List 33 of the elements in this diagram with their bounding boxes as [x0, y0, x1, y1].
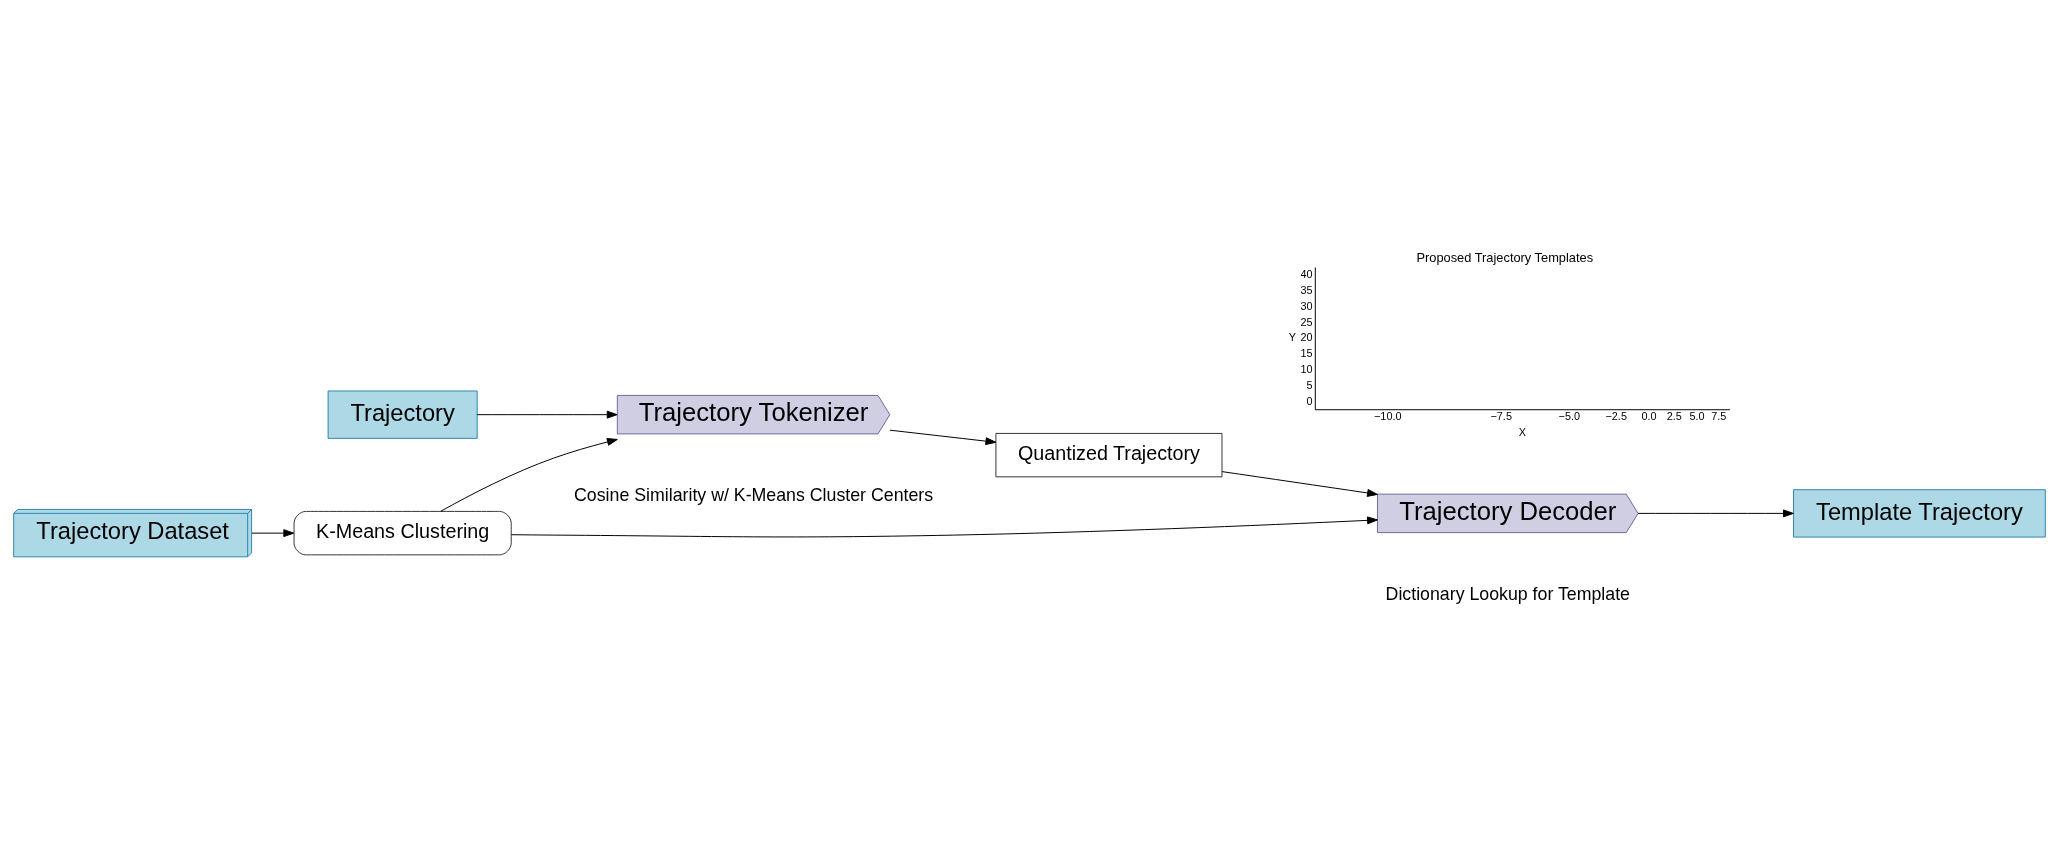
label: −7.5	[1490, 409, 1512, 422]
label: 5	[1306, 378, 1313, 391]
arrow	[1637, 508, 1794, 517]
arrow	[1221, 470, 1378, 497]
node-label: Cosine Similarity w/ K-Means Cluster Centers	[574, 484, 934, 505]
label: 5.0	[1689, 409, 1705, 422]
label: 20	[1300, 330, 1313, 343]
label: 30	[1300, 299, 1313, 312]
label: 40	[1300, 267, 1313, 280]
label: 10	[1300, 362, 1313, 375]
arrow	[476, 410, 618, 419]
node-box: K-Means Clustering	[293, 510, 512, 555]
label: −2.5	[1605, 409, 1627, 422]
label: X	[1518, 425, 1526, 438]
arrow	[510, 515, 1378, 537]
label: −10.0	[1374, 409, 1402, 422]
label: Proposed Trajectory Templates	[1416, 249, 1594, 265]
label: 7.5	[1711, 409, 1727, 422]
node-box: Template Trajectory	[1793, 488, 2046, 538]
node-box: Trajectory	[327, 389, 478, 439]
node-box: Quantized Trajectory	[995, 432, 1223, 477]
arrow	[251, 528, 295, 537]
arrow	[889, 429, 997, 445]
label: −5.0	[1558, 409, 1581, 422]
label: 15	[1300, 346, 1313, 359]
label: 0	[1306, 394, 1313, 407]
arrow	[440, 437, 618, 512]
label: 25	[1300, 315, 1313, 328]
label: Y	[1288, 330, 1296, 343]
label: 0.0	[1641, 409, 1657, 422]
label: 2.5	[1666, 409, 1682, 422]
label: 35	[1300, 283, 1313, 296]
node-label: Dictionary Lookup for Template	[1385, 583, 1630, 604]
